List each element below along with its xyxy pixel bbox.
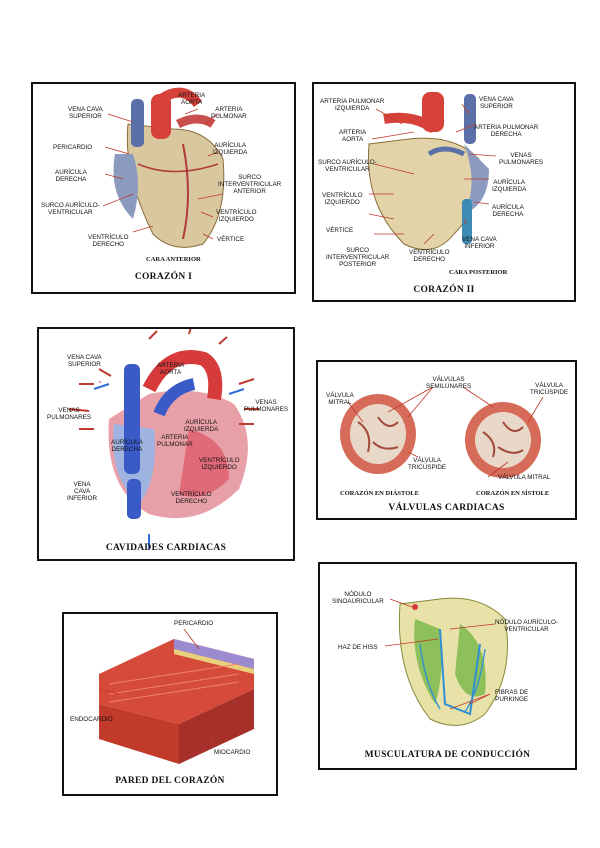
title-musculatura-conduccion: MUSCULATURA DE CONDUCCIÓN — [364, 750, 531, 760]
heart-chambers-diagram — [68, 329, 259, 549]
label-arteria-pulmonar: ARTERIA PULMONAR — [211, 106, 247, 121]
subtitle-cara-posterior: CARA POSTERIOR — [449, 269, 508, 276]
card-corazon-2: ARTERIA PULMONAR IZQUIERDA VENA CAVA SUP… — [312, 82, 576, 302]
title-corazon-1: CORAZÓN I — [134, 272, 193, 282]
label-pericardio: PERICARDIO — [174, 620, 214, 627]
label-ventriculo-izquierdo: VENTRÍCULO IZQUIERDO — [216, 209, 257, 224]
label-vena-cava-superior: VENA CAVA SUPERIOR — [67, 354, 102, 369]
title-corazon-2: CORAZÓN II — [413, 285, 475, 295]
label-venas-pulmonares-left: VENAS PULMONARES — [47, 407, 92, 422]
label-auricula-izquierda: AURÍCULA IZQUIERDA — [184, 419, 219, 434]
label-vena-cava-inferior: VENA CAVA INFERIOR — [462, 236, 497, 251]
label-ventriculo-izquierdo: VENTRÍCULO IZQUIERDO — [322, 192, 363, 207]
label-valvulas-semilunares: VÁLVULAS SEMILUNARES — [426, 376, 472, 391]
label-auricula-derecha: AURÍCULA DERECHA — [492, 204, 524, 219]
label-auricula-izquierda: AURÍCULA IZQUIERDA — [492, 179, 527, 194]
heart-posterior-illustration — [367, 92, 497, 251]
label-arteria-aorta: ARTERIA AORTA — [178, 92, 206, 107]
label-endocardio: ENDOCARDIO — [70, 716, 113, 723]
label-surco-interventricular-anterior: SURCO INTERVENTRICULAR ANTERIOR — [218, 174, 282, 196]
label-vertice: VÉRTICE — [217, 236, 245, 243]
label-auricula-derecha: AURÍCULA DERECHA — [55, 169, 87, 184]
label-ventriculo-derecho: VENTRÍCULO DERECHO — [409, 249, 450, 264]
label-nodulo-sinoauricular: NÓDULO SINOAURICULAR — [332, 591, 384, 606]
card-cavidades-cardiacas: VENA CAVA SUPERIOR ARTERIA AORTA VENAS P… — [37, 327, 295, 561]
title-cavidades-cardiacas: CAVIDADES CARDIACAS — [105, 543, 227, 553]
label-vertice: VÉRTICE — [326, 227, 354, 234]
card-musculatura-conduccion: NÓDULO SINOAURICULAR NÓDULO AURÍCULO- VE… — [318, 562, 577, 770]
subtitle-cara-anterior: CARA ANTERIOR — [146, 256, 201, 263]
label-valvula-mitral: VÁLVULA MITRAL — [326, 392, 354, 407]
label-venas-pulmonares-right: VENAS PULMONARES — [244, 399, 289, 414]
label-ventriculo-derecho: VENTRÍCULO DERECHO — [88, 234, 129, 249]
heart-valves-diagram — [340, 386, 544, 478]
label-valvula-tricuspide-right: VÁLVULA TRICÚSPIDE — [530, 382, 569, 397]
card-pared-corazon: PERICARDIO ENDOCARDIO MIOCARDIO PARED DE… — [62, 612, 278, 796]
label-valvula-mitral-right: VÁLVULA MITRAL — [498, 474, 551, 481]
card-valvulas-cardiacas: VÁLVULAS SEMILUNARES VÁLVULA MITRAL VÁLV… — [316, 360, 577, 520]
label-arteria-aorta: ARTERIA AORTA — [339, 129, 367, 144]
label-nodulo-auriculo-ventricular: NÓDULO AURÍCULO- VENTRICULAR — [495, 619, 558, 634]
label-valvula-tricuspide-left: VÁLVULA TRICÚSPIDE — [408, 457, 447, 472]
label-arteria-pulmonar: ARTERIA PULMONAR — [157, 434, 193, 449]
label-surco-auriculo-ventricular: SURCO AURÍCULO- VENTRICULAR — [41, 202, 100, 217]
label-vena-cava-superior: VENA CAVA SUPERIOR — [479, 96, 514, 111]
label-fibras-de-purkinge: FIBRAS DE PURKINGE — [495, 689, 529, 704]
label-vena-cava-superior: VENA CAVA SUPERIOR — [68, 106, 103, 121]
label-ventriculo-derecho: VENTRÍCULO DERECHO — [171, 491, 212, 506]
card-corazon-1: ARTERIA AORTA VENA CAVA SUPERIOR ARTERIA… — [31, 82, 296, 294]
label-arteria-aorta: ARTERIA AORTA — [157, 362, 185, 377]
label-auricula-izquierda: AURÍCULA IZQUIERDA — [213, 142, 248, 157]
label-ventriculo-izquierdo: VENTRÍCULO IZQUIERDO — [199, 457, 240, 472]
label-haz-de-hiss: HAZ DE HISS — [338, 644, 378, 651]
label-auricula-derecha: AURÍCULA DERECHA — [111, 439, 143, 454]
heart-wall-diagram — [98, 628, 254, 764]
title-pared-corazon: PARED DEL CORAZÓN — [115, 776, 225, 786]
conduction-system-diagram — [384, 597, 508, 726]
label-surco-auriculo-ventricular: SURCO AURÍCULO- VENTRICULAR — [318, 159, 377, 174]
heart-anterior-illustration — [102, 87, 225, 248]
title-valvulas-cardiacas: VÁLVULAS CARDIACAS — [388, 503, 505, 513]
label-arteria-pulmonar-derecha: ARTERIA PULMONAR DERECHA — [474, 124, 539, 139]
label-arteria-pulmonar-izquierda: ARTERIA PULMONAR IZQUIERDA — [320, 98, 385, 113]
label-vena-cava-inferior: VENA CAVA INFERIOR — [67, 481, 98, 503]
label-pericardio: PERICARDIO — [53, 144, 93, 151]
subtitle-diastole: CORAZÓN EN DIÁSTOLE — [340, 490, 419, 497]
label-surco-interventricular-posterior: SURCO INTERVENTRICULAR POSTERIOR — [326, 247, 390, 269]
subtitle-sistole: CORAZÓN EN SÍSTOLE — [476, 490, 550, 497]
label-venas-pulmonares: VENAS PULMONARES — [499, 152, 544, 167]
label-miocardio: MIOCARDIO — [214, 749, 251, 756]
